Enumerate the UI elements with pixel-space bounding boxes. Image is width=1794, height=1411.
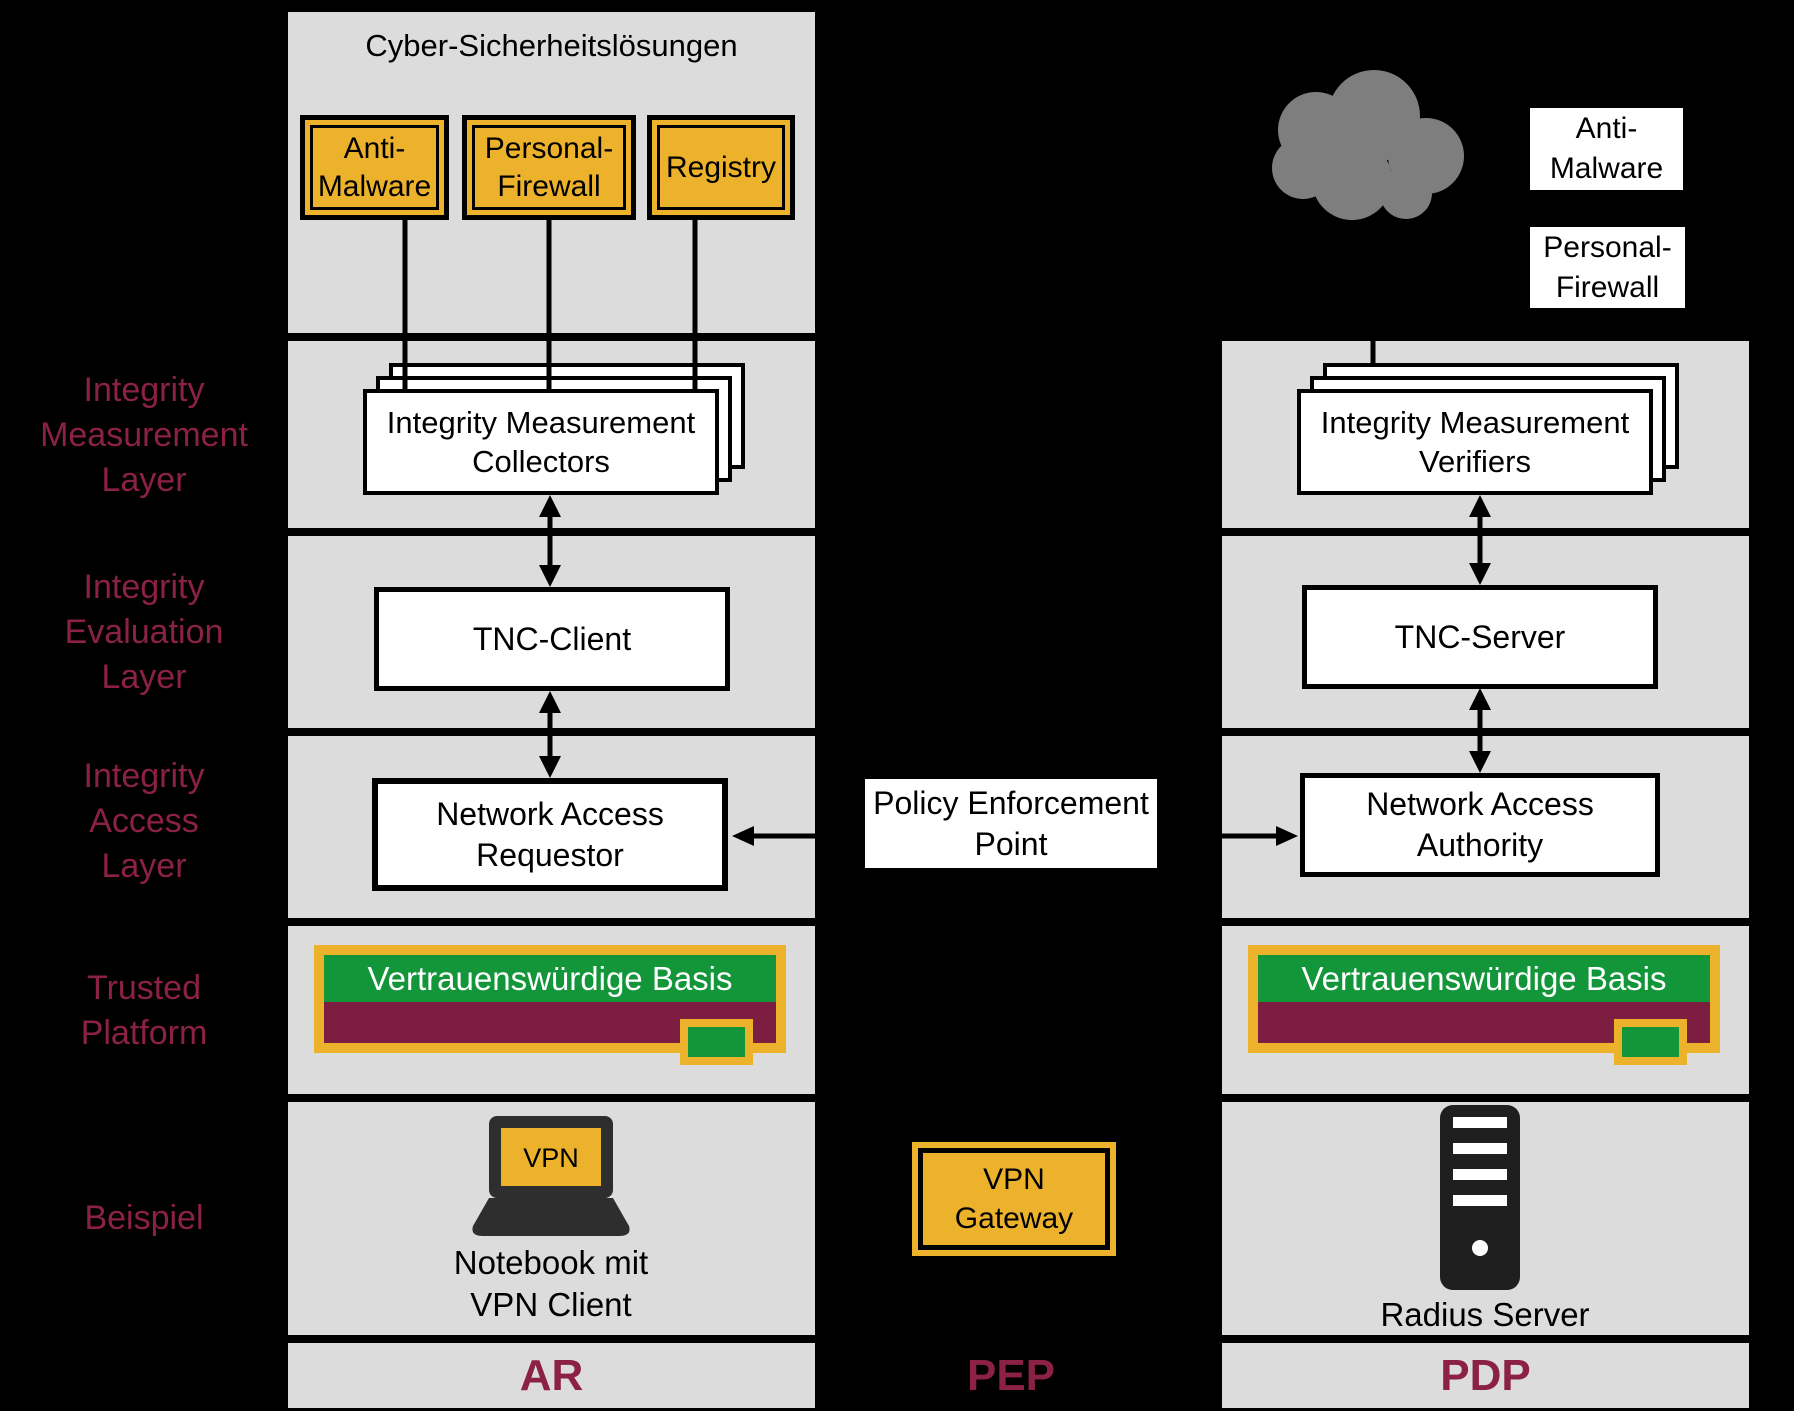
label-text: Anti- — [1575, 112, 1638, 145]
label-line: Access — [89, 802, 199, 840]
network-access-requestor-box: Network Access Requestor — [372, 778, 728, 891]
label-line: Trusted — [86, 969, 201, 1007]
footer-pep: PEP — [966, 1350, 1056, 1400]
vpn-gateway-sign-inner: VPN Gateway — [918, 1148, 1110, 1250]
ar-band-footer — [288, 1343, 815, 1408]
label-line: Beispiel — [84, 1199, 204, 1237]
trusted-basis-green-bar: Vertrauenswürdige Basis — [1258, 955, 1710, 1002]
vpn-gateway-sign: VPN Gateway — [912, 1142, 1116, 1256]
label-line: Integrity — [83, 757, 205, 795]
box-text: TNC-Server — [1394, 618, 1566, 655]
box-text: Authority — [1416, 827, 1544, 863]
sign-text: VPN — [983, 1163, 1045, 1196]
integrity-measurement-collectors-box: Integrity Measurement Collectors — [363, 389, 719, 495]
radius-server-caption: Radius Server — [1322, 1294, 1648, 1336]
box-text: Requestor — [476, 836, 624, 873]
tnc-server-box: TNC-Server — [1302, 585, 1658, 689]
integrity-measurement-verifiers-box: Integrity Measurement Verifiers — [1297, 389, 1653, 495]
ar-header: Cyber-Sicherheitslösungen — [365, 28, 738, 63]
anti-malware-sign-inner: Anti- Malware — [310, 125, 439, 210]
pdp-personal-firewall-label: Personal- Firewall — [1530, 227, 1685, 308]
label-integrity-evaluation-layer: Integrity Evaluation Layer — [0, 565, 288, 700]
personal-firewall-sign: Personal- Firewall — [462, 115, 636, 220]
footer-ar: AR — [519, 1350, 584, 1400]
sign-text: Personal- — [484, 131, 614, 165]
sign-text: Malware — [317, 169, 432, 203]
pdp-anti-malware-label: Anti- Malware — [1530, 108, 1683, 190]
box-text: Integrity Measurement — [1320, 405, 1630, 440]
tnc-client-box: TNC-Client — [374, 587, 730, 691]
box-text: Network Access — [1366, 786, 1594, 822]
label-line: Platform — [80, 1014, 208, 1052]
personal-firewall-sign-inner: Personal- Firewall — [472, 125, 626, 210]
box-text: Network Access — [436, 795, 664, 832]
trusted-basis-text: Vertrauenswürdige Basis — [367, 959, 733, 997]
anti-malware-sign: Anti- Malware — [300, 115, 449, 220]
sign-text: Anti- — [343, 131, 406, 165]
footer-pdp: PDP — [1440, 1350, 1531, 1400]
label-text: Personal- — [1543, 230, 1672, 264]
network-access-authority-box: Network Access Authority — [1300, 773, 1660, 877]
box-text: Collectors — [472, 444, 610, 479]
registry-sign: Registry — [647, 115, 795, 220]
box-text: TNC-Client — [472, 620, 632, 657]
label-line: Layer — [101, 847, 187, 885]
label-trusted-platform: Trusted Platform — [0, 966, 288, 1056]
pdp-band-footer — [1222, 1343, 1749, 1408]
label-text: Firewall — [1555, 270, 1660, 304]
notebook-caption: Notebook mit VPN Client — [388, 1242, 714, 1326]
trusted-basis-text: Vertrauenswürdige Basis — [1301, 959, 1667, 997]
box-text: Policy Enforcement — [873, 784, 1149, 821]
box-text: Point — [974, 825, 1048, 862]
label-text: Malware — [1549, 152, 1664, 185]
label-line: Evaluation — [64, 613, 224, 651]
policy-enforcement-point-box: Policy Enforcement Point — [861, 775, 1161, 872]
cloud-icon — [1272, 70, 1464, 220]
label-line: Integrity — [83, 371, 205, 409]
label-line: Integrity — [83, 568, 205, 606]
sign-text: Firewall — [497, 169, 601, 203]
label-beispiel: Beispiel — [0, 1196, 288, 1241]
registry-sign-inner: Registry — [657, 125, 785, 210]
label-line: Measurement — [40, 416, 248, 454]
box-text: Verifiers — [1419, 444, 1531, 479]
sign-text: Registry — [665, 150, 777, 184]
caption-line: VPN Client — [470, 1286, 632, 1323]
tpm-chip-ar — [680, 1019, 753, 1065]
caption-line: Notebook mit — [453, 1244, 649, 1281]
caption-line: Radius Server — [1380, 1296, 1590, 1333]
label-line: Layer — [101, 658, 187, 696]
label-integrity-access-layer: Integrity Access Layer — [0, 754, 288, 889]
label-line: Layer — [101, 461, 187, 499]
trusted-basis-green-bar: Vertrauenswürdige Basis — [324, 955, 776, 1002]
label-integrity-measurement-layer: Integrity Measurement Layer — [0, 368, 288, 503]
sign-text: Gateway — [954, 1202, 1074, 1235]
box-text: Integrity Measurement — [386, 405, 696, 440]
tpm-chip-pdp — [1614, 1019, 1687, 1065]
